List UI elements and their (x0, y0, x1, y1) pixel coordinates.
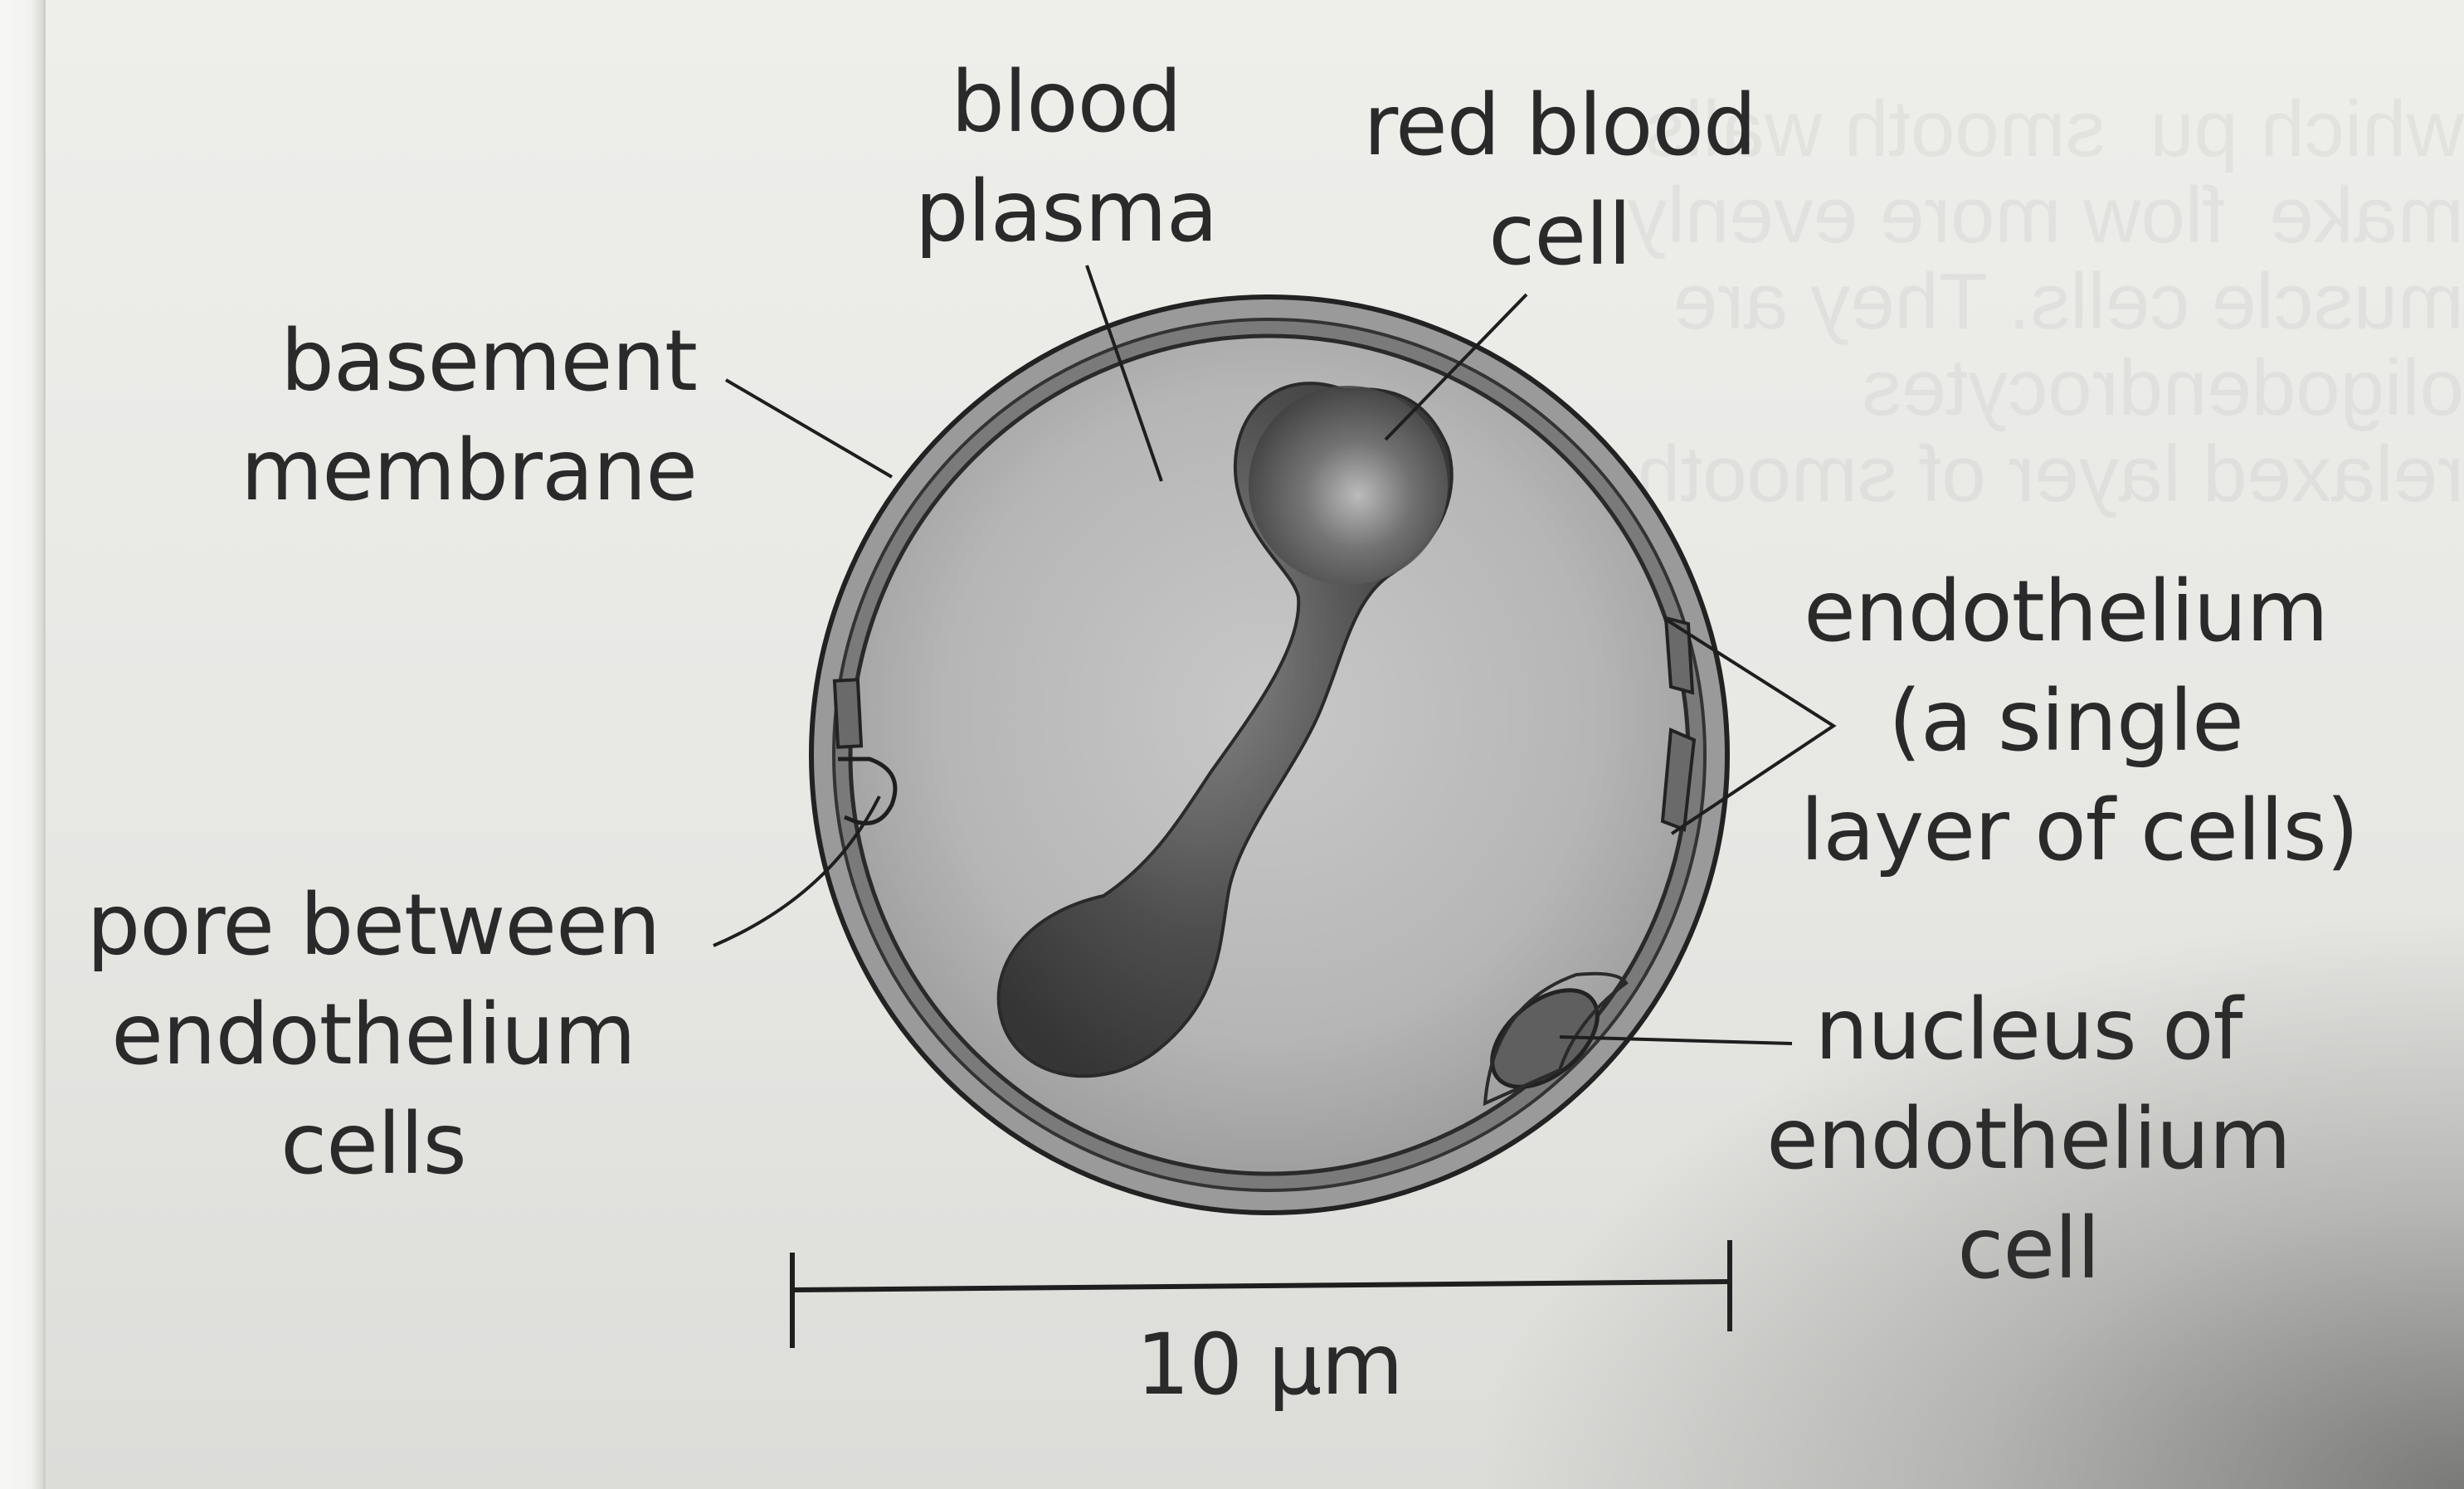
label-endothelium-line-1: endothelium (1804, 562, 2329, 661)
label-endothelium: endothelium (a single layer of cells) (1800, 557, 2359, 886)
label-blood-plasma-line-2: plasma (914, 163, 1219, 261)
label-endothelium-line-3: layer of cells) (1800, 781, 2359, 880)
label-red-blood-cell-line-1: red blood (1363, 76, 1756, 175)
label-blood-plasma: blood plasma (913, 48, 1220, 267)
endothelium-junction-right-2 (1660, 727, 1697, 832)
label-red-blood-cell-line-2: cell (1488, 186, 1632, 285)
label-blood-plasma-line-1: blood (951, 53, 1182, 152)
label-red-blood-cell: red blood cell (1361, 71, 1759, 290)
leader-basement-membrane (724, 378, 894, 479)
red-blood-cell-top-lobe (1249, 386, 1448, 585)
label-pore: pore between endothelium cells (41, 871, 705, 1199)
leader-red-blood-cell (1384, 293, 1528, 441)
label-nucleus-line-1: nucleus of (1814, 981, 2243, 1079)
scale-bar-label: 10 μm (1136, 1316, 1403, 1414)
label-pore-line-3: cells (280, 1095, 467, 1194)
label-basement-membrane: basement membrane (158, 307, 698, 526)
label-pore-line-1: pore between (86, 876, 660, 975)
endothelium-segment-left (832, 678, 864, 749)
page-edge (0, 0, 46, 1489)
label-basement-membrane-line-1: basement (280, 312, 698, 411)
label-nucleus-line-3: cell (1957, 1199, 2101, 1298)
leader-pore (713, 796, 881, 947)
label-pore-line-2: endothelium (111, 985, 636, 1084)
label-endothelium-line-2: (a single (1888, 672, 2244, 771)
label-nucleus: nucleus of endothelium cell (1759, 976, 2298, 1304)
leader-blood-plasma (1085, 265, 1163, 482)
leader-endothelium (1666, 619, 1837, 835)
label-nucleus-line-2: endothelium (1766, 1090, 2291, 1189)
endothelium-junction-right-1 (1663, 616, 1695, 695)
label-basement-membrane-line-2: membrane (240, 421, 698, 520)
